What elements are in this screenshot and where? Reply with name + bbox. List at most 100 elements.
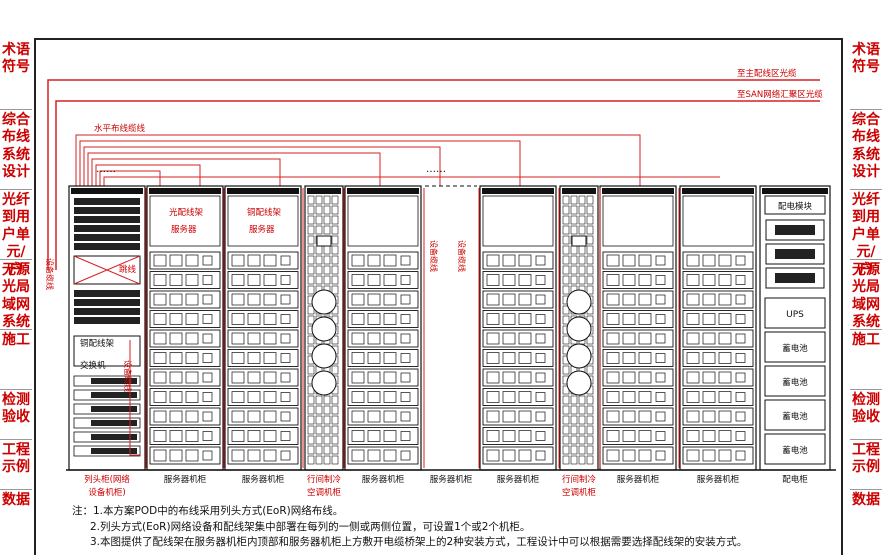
sidebar-item[interactable]: 无源光局域网系统 — [0, 262, 32, 332]
battery-box — [764, 399, 826, 431]
dots-middle: …… — [426, 164, 446, 175]
server-bay — [383, 371, 397, 384]
sidebar-separator — [850, 109, 882, 110]
sidebar-item-text: 符号 — [2, 59, 30, 76]
sidebar-item[interactable]: 检测验收 — [850, 392, 882, 427]
sidebar-item-text: 无源 — [852, 262, 880, 278]
sidebar-item[interactable]: 综合布线系统设计 — [850, 112, 882, 182]
server-bay — [231, 410, 245, 423]
sidebar-item[interactable]: 综合布线系统设计 — [0, 112, 32, 182]
sidebar-item[interactable]: 施工 — [0, 332, 32, 349]
copper-patch-label: 铜配线架 — [247, 207, 282, 218]
server-port — [735, 411, 746, 422]
cabinet — [304, 185, 344, 471]
server-bay — [502, 430, 516, 442]
sidebar-item[interactable]: 光纤到用户单元/户 — [0, 192, 32, 279]
server-bay — [606, 274, 620, 286]
sidebar-item-text: 系统 — [2, 146, 30, 163]
patch-area — [149, 195, 221, 247]
server-bay — [169, 293, 183, 306]
server-bay — [702, 293, 716, 306]
cooling-grille — [315, 435, 323, 445]
note-3: 3.本图提供了配线架在服务器机柜内顶部和服务器机柜上方敷开电缆桥架上的2种安装方… — [90, 536, 748, 548]
sidebar-item[interactable]: 无源光局域网系统 — [850, 262, 882, 332]
cooling-grille — [562, 265, 570, 275]
server-bay — [231, 449, 245, 462]
server-bay — [247, 352, 261, 364]
server-bay — [185, 313, 199, 325]
server-bay — [638, 332, 652, 345]
cooling-panel — [316, 235, 332, 247]
server-unit — [482, 349, 554, 367]
server-bay — [622, 352, 636, 364]
cooling-grille — [578, 435, 586, 445]
server-unit — [227, 310, 299, 328]
sidebar-item[interactable]: 检测验收 — [0, 392, 32, 427]
server-unit — [682, 251, 754, 270]
sidebar-item[interactable]: 施工 — [850, 332, 882, 349]
sidebar-item[interactable]: 数据 — [850, 492, 882, 509]
server-bay — [502, 449, 516, 462]
sidebar-item[interactable]: 工程示例 — [850, 442, 882, 477]
cooling-grille — [307, 235, 315, 245]
sidebar-item[interactable]: 光纤到用户单元/户 — [850, 192, 882, 279]
server-unit — [227, 388, 299, 406]
server-port — [655, 431, 666, 441]
server-bay — [702, 274, 716, 286]
cooling-grille — [323, 225, 331, 235]
patch-area — [682, 195, 754, 247]
cooling-fan — [566, 343, 592, 369]
server-unit — [602, 368, 674, 387]
server-port — [280, 392, 291, 402]
cooling-grille — [315, 225, 323, 235]
server-bay — [718, 449, 732, 462]
cooling-grille — [315, 215, 323, 225]
cabinet-label: 空调机柜 — [562, 487, 597, 498]
cooling-grille — [562, 395, 570, 405]
cooling-panel — [571, 235, 587, 247]
battery-label: 蓄电池 — [782, 343, 808, 354]
server-bay — [367, 449, 381, 462]
cooling-grille — [562, 275, 570, 285]
server-bay — [518, 313, 532, 325]
sidebar-item[interactable]: 数据 — [0, 492, 32, 509]
server-unit — [347, 388, 419, 406]
server-bay — [247, 254, 261, 267]
server-bay — [351, 254, 365, 267]
sidebar-item-text: 光局 — [2, 279, 30, 296]
server-unit — [227, 349, 299, 367]
server-unit — [227, 427, 299, 445]
cooling-grille — [562, 435, 570, 445]
cabinet-top-bar — [307, 188, 341, 194]
battery-box — [764, 433, 826, 465]
server-bay — [153, 371, 167, 384]
cabinet-label: 设备机柜) — [88, 487, 125, 498]
server-port — [535, 372, 546, 383]
sidebar-separator — [850, 489, 882, 490]
cooling-grille — [323, 195, 331, 205]
sidebar-item-text: 术语 — [852, 42, 880, 58]
server-unit — [602, 388, 674, 406]
sidebar-item[interactable]: 术语符号 — [0, 42, 32, 77]
equipment-cable-label: 设备缆线 — [429, 240, 439, 272]
cooling-grille — [331, 335, 339, 345]
server-bay — [185, 293, 199, 306]
cooling-grille — [315, 275, 323, 285]
server-unit — [149, 446, 221, 465]
server-port — [202, 275, 213, 285]
server-unit — [149, 407, 221, 426]
sidebar-item[interactable]: 术语符号 — [850, 42, 882, 77]
server-unit — [682, 290, 754, 309]
power-module-label: 配电模块 — [778, 201, 813, 212]
server-bay — [622, 371, 636, 384]
server-bay — [686, 274, 700, 286]
cooling-grille — [315, 195, 323, 205]
sidebar-separator — [850, 259, 882, 260]
sidebar-item[interactable]: 工程示例 — [0, 442, 32, 477]
cooling-grille — [578, 265, 586, 275]
server-bay — [702, 332, 716, 345]
server-bay — [367, 332, 381, 345]
cooling-grille — [307, 315, 315, 325]
server-port — [400, 431, 411, 441]
cooling-grille — [570, 425, 578, 435]
